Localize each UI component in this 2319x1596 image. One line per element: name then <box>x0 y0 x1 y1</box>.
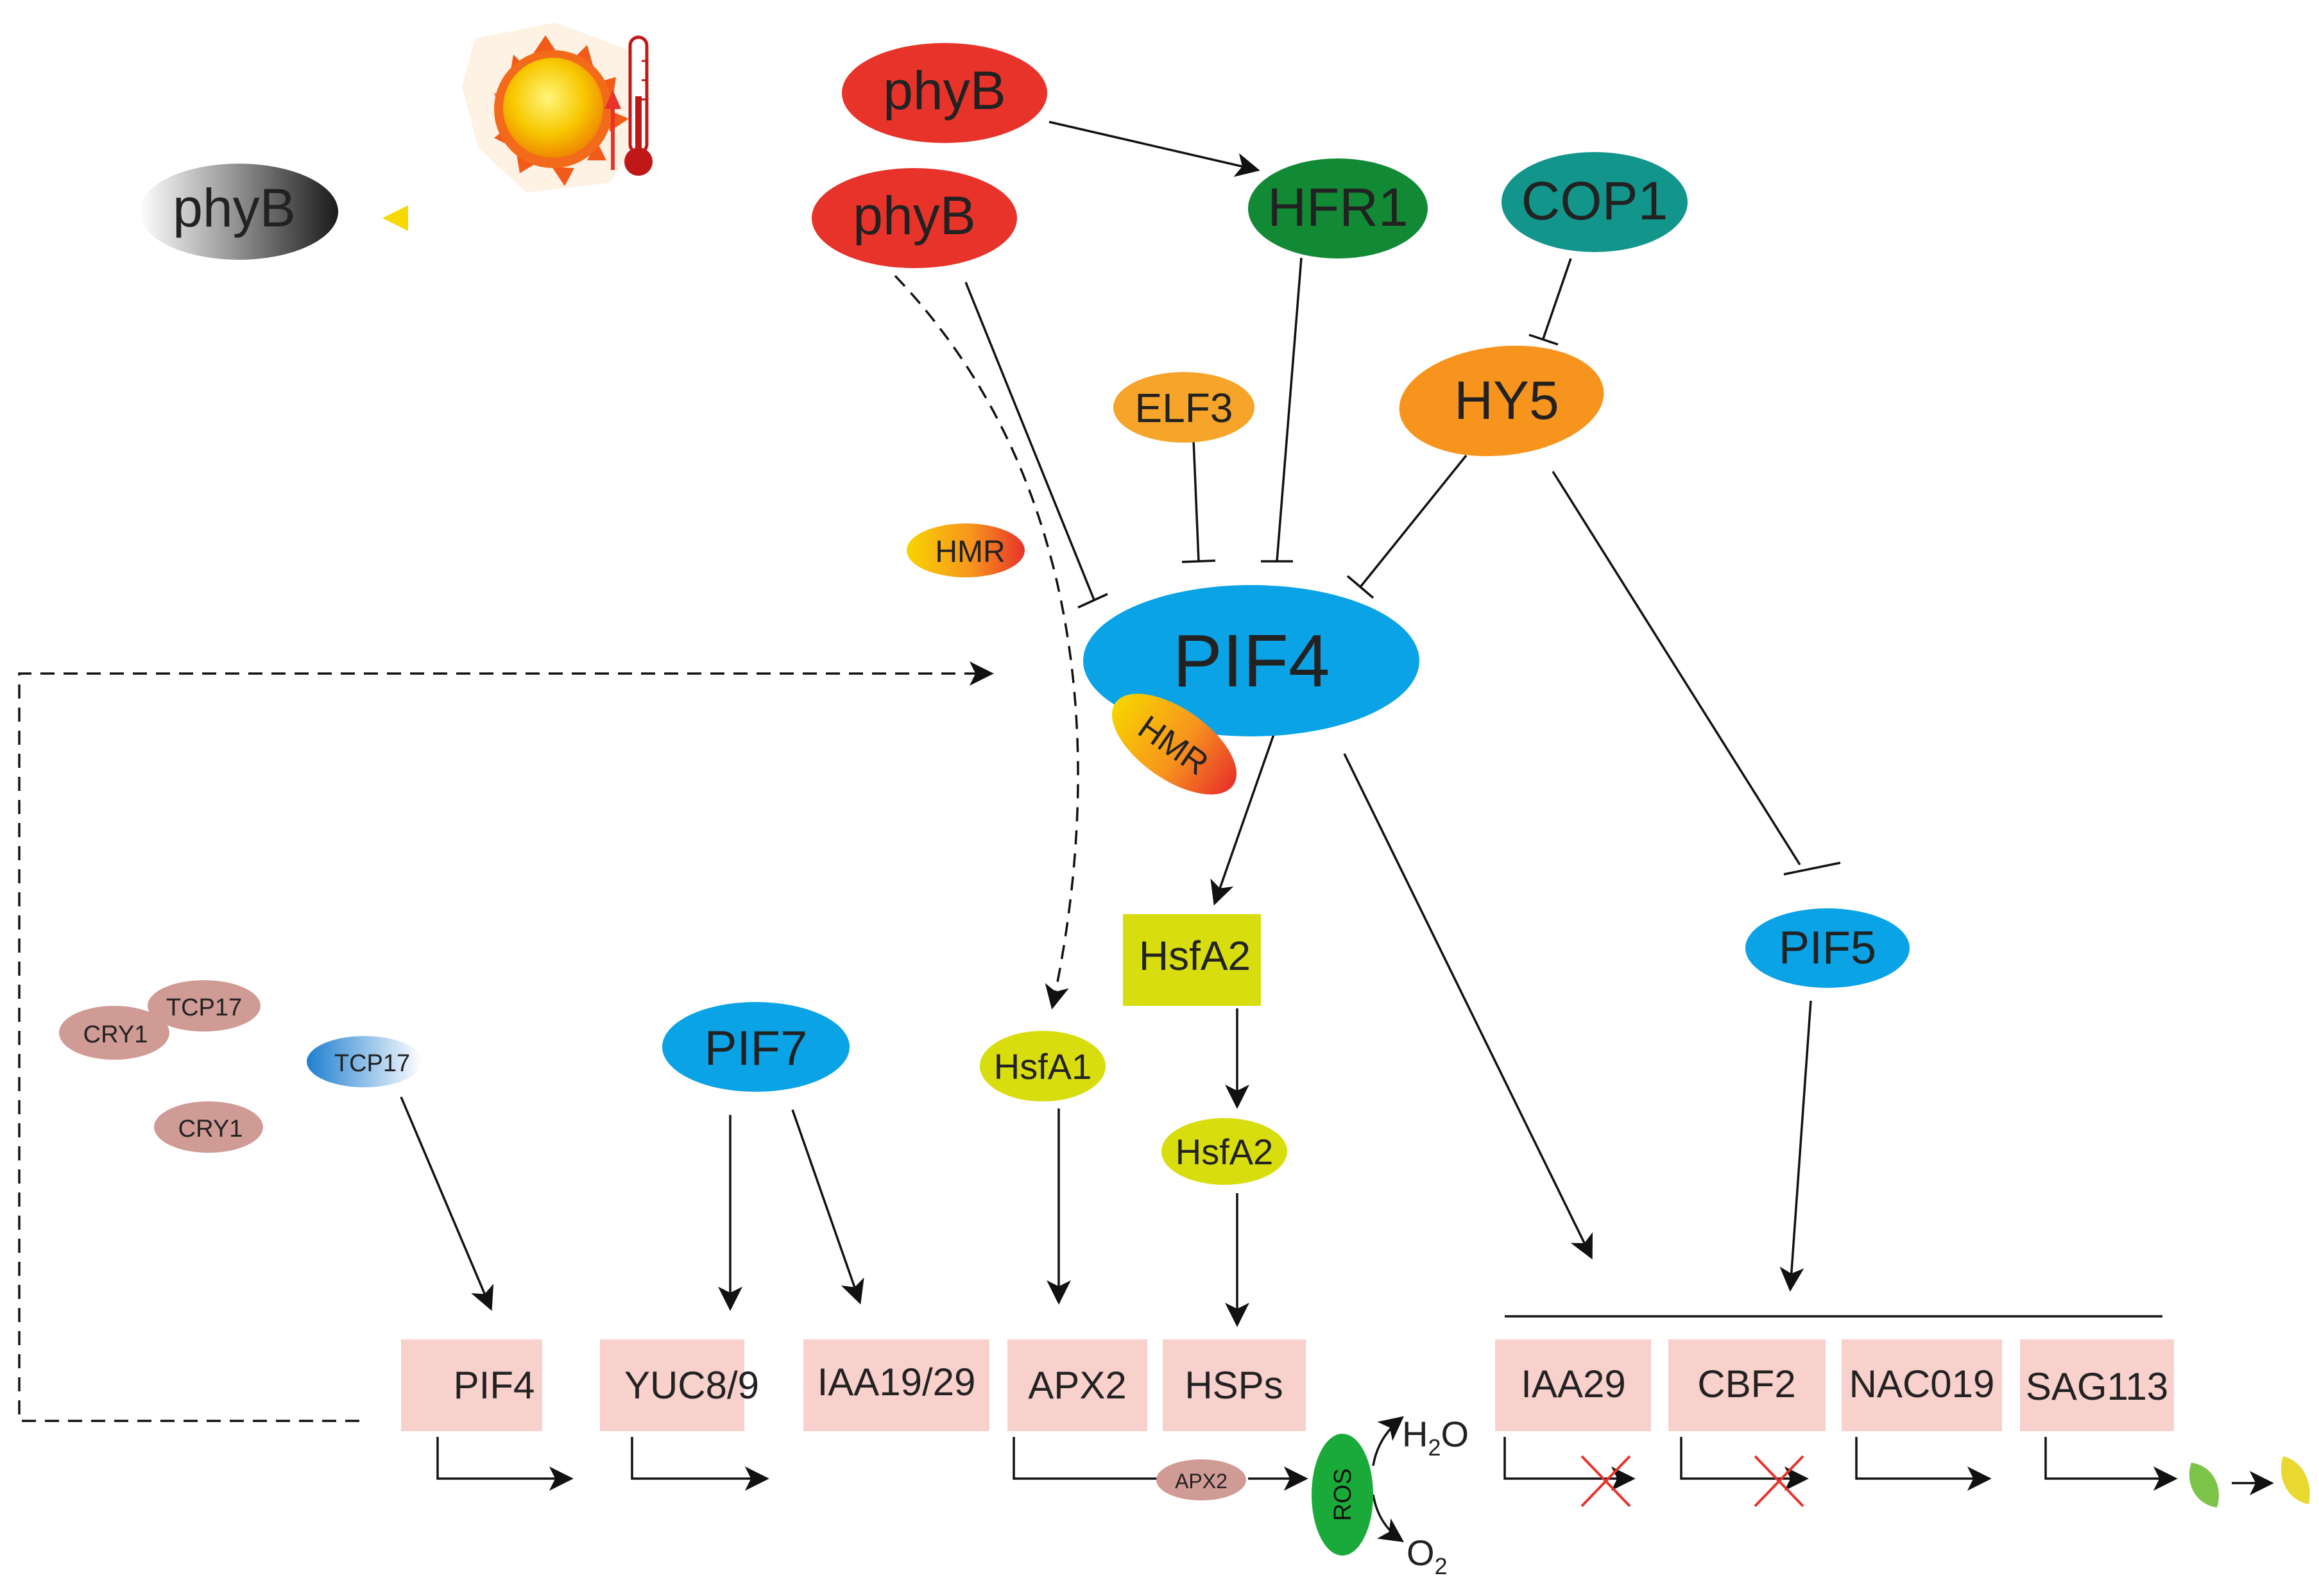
node-ros: ROS <box>1312 1434 1373 1556</box>
product-water: H2O <box>1402 1414 1469 1461</box>
node-phyB-mid: phyB <box>812 168 1017 268</box>
gene-box-hsps: HSPs <box>1163 1339 1306 1431</box>
ros-to-water-arrow <box>1372 1416 1404 1466</box>
node-tcp17-blue: TCP17 <box>307 1036 422 1087</box>
transcription-arrow <box>2044 1437 2178 1491</box>
svg-text:COP1: COP1 <box>1521 171 1668 231</box>
svg-text:HFR1: HFR1 <box>1267 177 1408 237</box>
up-arrow-icon <box>604 90 621 170</box>
product-oxygen: O2 <box>1407 1532 1448 1579</box>
svg-text:HY5: HY5 <box>1454 370 1559 430</box>
ros-to-oxygen-arrow <box>1372 1494 1405 1543</box>
gene-box-sag113: SAG113 <box>2020 1339 2174 1431</box>
node-phyB-inactive: phyB <box>139 164 338 260</box>
svg-text:CRY1: CRY1 <box>178 1116 243 1142</box>
edge-pif7-to-iaa1929 <box>791 1109 864 1305</box>
node-pif4: PIF4 <box>1083 585 1419 736</box>
edge-elf3-inhibits-pif4 <box>1192 439 1200 562</box>
svg-text:YUC8/9: YUC8/9 <box>624 1364 759 1407</box>
node-elf3: ELF3 <box>1113 372 1254 443</box>
gene-box-nac019: NAC019 <box>1842 1339 2002 1431</box>
yellow-leaf-icon <box>2280 1456 2310 1504</box>
gene-box-cbf2: CBF2 <box>1668 1339 1826 1431</box>
svg-text:APX2: APX2 <box>1175 1470 1228 1493</box>
node-cop1: COP1 <box>1502 152 1688 252</box>
edge-hfr1-inhibits-pif4 <box>1276 257 1303 562</box>
svg-text:ELF3: ELF3 <box>1135 385 1233 431</box>
node-hfr1: HFR1 <box>1248 158 1428 259</box>
edge-pif5-to-right-genes <box>1779 1000 1812 1292</box>
svg-text:APX2: APX2 <box>1028 1364 1126 1407</box>
node-pif5: PIF5 <box>1745 908 1910 988</box>
svg-text:HsfA1: HsfA1 <box>994 1046 1092 1087</box>
svg-text:CBF2: CBF2 <box>1697 1363 1795 1405</box>
node-hmr-free: HMR <box>907 523 1025 577</box>
gene-box-iaa1929: IAA19/29 <box>803 1339 989 1431</box>
gene-box-yuc89: YUC8/9 <box>600 1339 759 1431</box>
svg-text:IAA19/29: IAA19/29 <box>817 1361 976 1404</box>
green-leaf-icon <box>2189 1463 2220 1507</box>
svg-text:ROS: ROS <box>1330 1468 1356 1521</box>
svg-text:SAG113: SAG113 <box>2026 1365 2168 1408</box>
thermometer-icon <box>624 35 653 176</box>
svg-text:PIF4: PIF4 <box>1173 619 1330 702</box>
edge-phyB-to-hsfa1-dashed <box>894 275 1079 1010</box>
svg-text:HsfA2: HsfA2 <box>1176 1132 1274 1172</box>
svg-text:IAA29: IAA29 <box>1521 1363 1625 1405</box>
gene-box-iaa29: IAA29 <box>1495 1339 1651 1431</box>
edge-pif4-to-right-genes <box>1343 753 1593 1260</box>
transcription-arrow <box>1503 1437 1636 1491</box>
node-hsfa1: HsfA1 <box>980 1031 1106 1101</box>
svg-text:TCP17: TCP17 <box>166 994 242 1021</box>
transcription-arrow <box>436 1437 574 1491</box>
svg-text:TCP17: TCP17 <box>334 1050 410 1077</box>
node-pif7: PIF7 <box>662 1002 850 1092</box>
gene-box-pif4: PIF4 <box>401 1339 542 1431</box>
svg-text:HMR: HMR <box>935 535 1005 569</box>
svg-text:CRY1: CRY1 <box>83 1021 148 1048</box>
svg-text:HsfA2: HsfA2 <box>1139 933 1251 979</box>
node-hy5: HY5 <box>1399 345 1604 457</box>
sun-icon <box>462 22 648 192</box>
gene-box-apx2: APX2 <box>1007 1339 1147 1431</box>
svg-text:PIF7: PIF7 <box>705 1021 808 1076</box>
svg-text:HSPs: HSPs <box>1185 1364 1283 1407</box>
svg-text:NAC019: NAC019 <box>1849 1363 1995 1405</box>
svg-text:O2: O2 <box>1407 1532 1448 1579</box>
transcription-arrow <box>631 1437 769 1491</box>
node-cry1-single: CRY1 <box>154 1101 263 1153</box>
svg-text:phyB: phyB <box>173 178 295 238</box>
x-mark <box>1580 1455 1631 1507</box>
svg-text:H2O: H2O <box>1402 1414 1469 1461</box>
edge-hy5-inhibits-pif5 <box>1552 471 1801 865</box>
svg-text:PIF4: PIF4 <box>454 1364 535 1407</box>
x-mark <box>1754 1455 1804 1507</box>
node-hmr-bound: HMR <box>1111 693 1237 795</box>
svg-text:phyB: phyB <box>853 185 975 246</box>
transcription-arrow <box>1680 1437 1809 1491</box>
edge-phyB-to-hfr1 <box>1048 121 1260 177</box>
transcription-arrow <box>1855 1437 1992 1491</box>
node-tcp17-pair: TCP17 <box>148 980 261 1031</box>
edge-feedback-dashed <box>18 661 994 1422</box>
node-hsfa2-oval: HsfA2 <box>1161 1118 1287 1185</box>
edge-hy5-inhibits-pif4 <box>1359 454 1468 588</box>
svg-text:PIF5: PIF5 <box>1779 922 1876 974</box>
edge-phyB-inhibits-pif4 <box>964 282 1095 600</box>
edge-tcp17-to-pif4-gene <box>400 1096 494 1311</box>
edge-pif4-to-hsfa2 <box>1210 734 1275 906</box>
node-phyB-top: phyB <box>842 43 1047 143</box>
edge-cop1-inhibits-hy5 <box>1542 258 1572 339</box>
svg-text:phyB: phyB <box>883 60 1005 121</box>
transcription-arrow <box>1013 1437 1158 1480</box>
node-cry1-pair: CRY1 <box>59 1006 169 1060</box>
node-apx2-protein: APX2 <box>1156 1459 1246 1500</box>
node-hsfa2-box: HsfA2 <box>1123 914 1261 1006</box>
